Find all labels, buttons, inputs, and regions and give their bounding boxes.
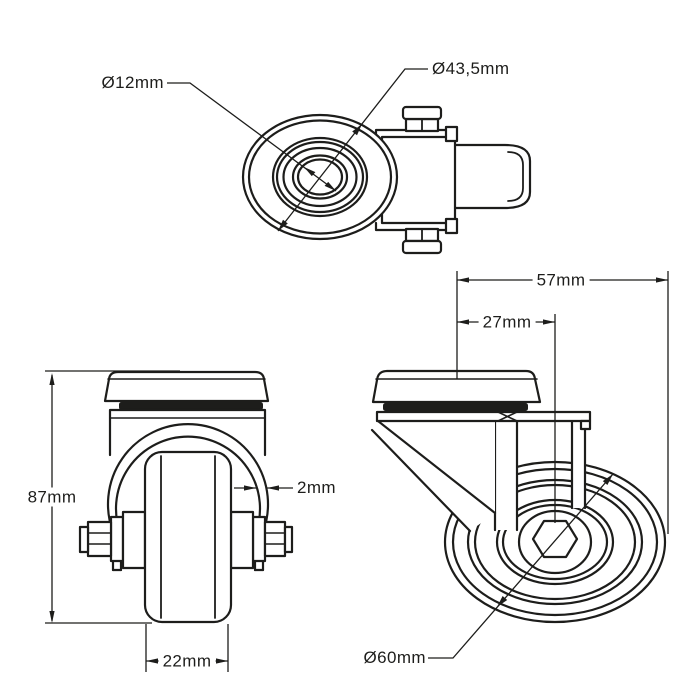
front-seal-ring — [119, 402, 263, 410]
front-axle-bolt — [78, 510, 147, 570]
dim-bore-diameter — [167, 82, 337, 192]
dim-wheel-diameter — [428, 473, 614, 659]
top-housing-tab-bottomright — [444, 217, 459, 235]
front-view — [45, 370, 294, 672]
dim-label-overall-length: 57mm — [532, 270, 590, 290]
dim-label-fork-thickness: 2mm — [297, 477, 336, 497]
front-wheel — [143, 450, 233, 624]
top-wheel-outline — [453, 143, 532, 210]
dim-label-wheel-width: 22mm — [158, 651, 216, 671]
top-view — [167, 68, 532, 255]
side-fork-front-leg — [493, 419, 519, 532]
side-mounting-plate — [375, 410, 592, 431]
top-bolt-upper — [401, 105, 443, 133]
dim-label-wheel-diameter: Ø60mm — [363, 647, 426, 667]
dim-swivel-diameter — [277, 68, 428, 232]
dim-label-swivel-offset: 27mm — [478, 312, 536, 332]
top-bolt-lower — [401, 227, 443, 255]
front-axle-nut — [229, 510, 294, 570]
dim-label-overall-height: 87mm — [23, 487, 81, 507]
side-fork-web — [370, 419, 497, 533]
side-fork-rear-leg — [570, 419, 587, 510]
top-wheel-inner-contour — [507, 151, 524, 202]
side-seal-ring — [383, 403, 528, 411]
front-dome-cap — [103, 370, 270, 403]
side-axle-hex-nut — [531, 519, 579, 559]
side-view — [370, 271, 669, 659]
dim-fork-thickness — [234, 485, 293, 491]
dim-label-swivel-diameter: Ø43,5mm — [432, 58, 510, 78]
dim-label-bore-diameter: Ø12mm — [101, 72, 164, 92]
top-housing-tab-topright — [444, 125, 459, 143]
